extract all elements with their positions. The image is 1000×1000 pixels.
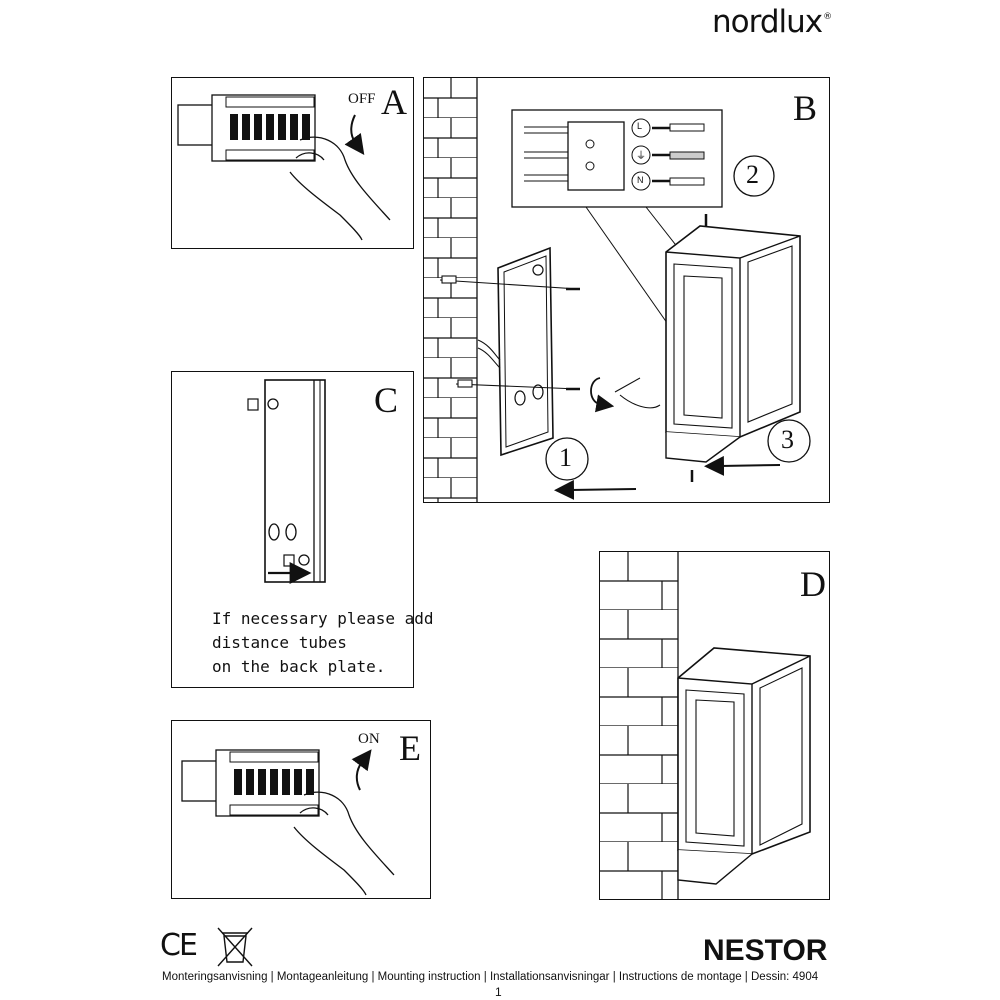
- panel-b-screws: [439, 275, 661, 413]
- step-2-label: 2: [746, 160, 759, 189]
- step-1-label: 1: [559, 443, 572, 472]
- product-name: NESTOR: [703, 934, 828, 967]
- terminal-live-label: L: [637, 121, 643, 131]
- step-3-label: 3: [781, 425, 794, 454]
- panel-c-back-plate: [247, 379, 326, 584]
- panel-e-switch-label: ON: [358, 731, 380, 747]
- panel-d-wall: [600, 552, 679, 899]
- panel-a-breaker-illustration: [177, 94, 391, 241]
- brand-logo-text: nordlux: [712, 4, 823, 40]
- terminal-neutral-label: N: [637, 175, 644, 185]
- panel-a-letter: A: [381, 82, 407, 122]
- weee-bin-icon: [217, 927, 253, 967]
- panel-b-wall: [424, 78, 478, 502]
- brand-logo: nordlux®: [712, 4, 832, 40]
- panel-e-letter: E: [399, 728, 421, 768]
- ce-mark: CE: [160, 928, 198, 963]
- registered-mark-icon: ®: [823, 12, 832, 22]
- terminal-earth-label: ⏚: [636, 151, 646, 162]
- panel-e-breaker-illustration: [181, 749, 395, 896]
- panel-a-switch-label: OFF: [348, 91, 376, 107]
- distance-tubes-note: If necessary please add distance tubes o…: [212, 609, 434, 676]
- panel-b-lamp: [665, 214, 801, 482]
- panel-b-terminal-inset: [511, 109, 723, 351]
- instruction-line: Monteringsanvisning | Montageanleitung |…: [162, 971, 819, 983]
- page-number: 1: [495, 985, 502, 999]
- panel-b-letter: B: [793, 88, 818, 128]
- panel-b-arrows: [554, 455, 781, 500]
- panel-d-letter: D: [800, 564, 826, 604]
- panel-c-letter: C: [374, 380, 399, 420]
- panel-b-back-plate: [477, 246, 554, 457]
- panel-b-step-circles: [545, 155, 811, 481]
- panel-d-lamp: [677, 647, 811, 885]
